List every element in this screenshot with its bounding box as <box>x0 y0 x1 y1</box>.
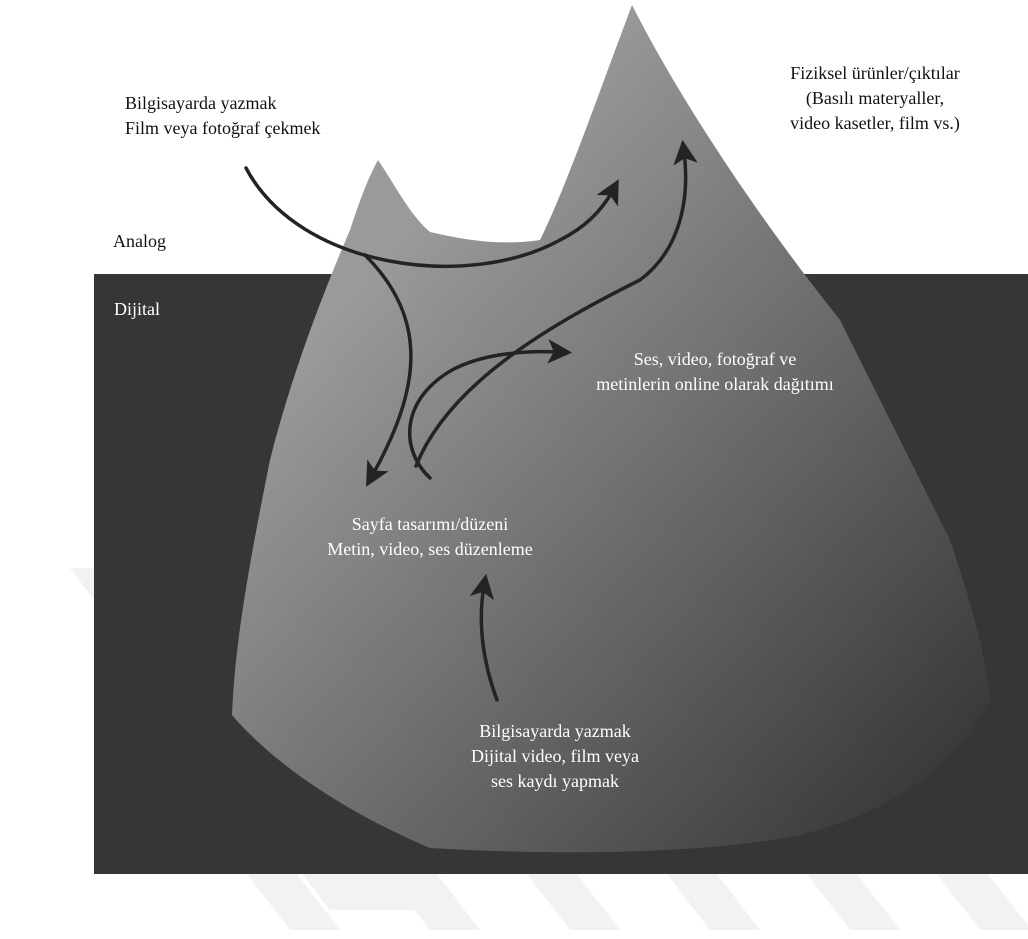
digital-input-line-2: Dijital video, film veya <box>471 746 639 766</box>
physical-output-label: Fiziksel ürünler/çıktılar (Basılı matery… <box>740 61 1010 136</box>
arrow-analog-to-physical <box>244 166 619 269</box>
layout-editing-line-2: Metin, video, ses düzenleme <box>327 539 533 559</box>
physical-output-line-1: Fiziksel ürünler/çıktılar <box>790 63 960 83</box>
online-distribution-line-1: Ses, video, fotoğraf ve <box>633 349 797 369</box>
analog-input-line-2: Film veya fotoğraf çekmek <box>125 118 321 138</box>
online-distribution-line-2: metinlerin online olarak dağıtımı <box>596 374 834 394</box>
arrow-digital-to-layout <box>469 573 499 702</box>
online-distribution-label: Ses, video, fotoğraf ve metinlerin onlin… <box>545 347 885 397</box>
layout-editing-label: Sayfa tasarımı/düzeni Metin, video, ses … <box>290 512 570 562</box>
analog-input-line-1: Bilgisayarda yazmak <box>125 93 277 113</box>
digital-label: Dijital <box>114 299 160 319</box>
layout-editing-line-1: Sayfa tasarımı/düzeni <box>351 514 509 534</box>
physical-output-line-2: (Basılı materyaller, <box>805 88 945 108</box>
digital-input-label: Bilgisayarda yazmak Dijital video, film … <box>430 719 680 794</box>
analog-input-label: Bilgisayarda yazmak Film veya fotoğraf ç… <box>125 91 320 141</box>
iceberg-shape <box>232 5 990 853</box>
digital-input-line-1: Bilgisayarda yazmak <box>479 721 631 741</box>
flow-arrows <box>244 139 698 702</box>
analog-label: Analog <box>113 231 166 251</box>
arrow-analog-to-layout <box>363 253 413 487</box>
arrow-layout-to-online <box>408 339 573 480</box>
arrow-layout-to-physical <box>414 139 698 468</box>
digital-input-line-3: ses kaydı yapmak <box>491 771 619 791</box>
physical-output-line-3: video kasetler, film vs.) <box>790 113 960 133</box>
